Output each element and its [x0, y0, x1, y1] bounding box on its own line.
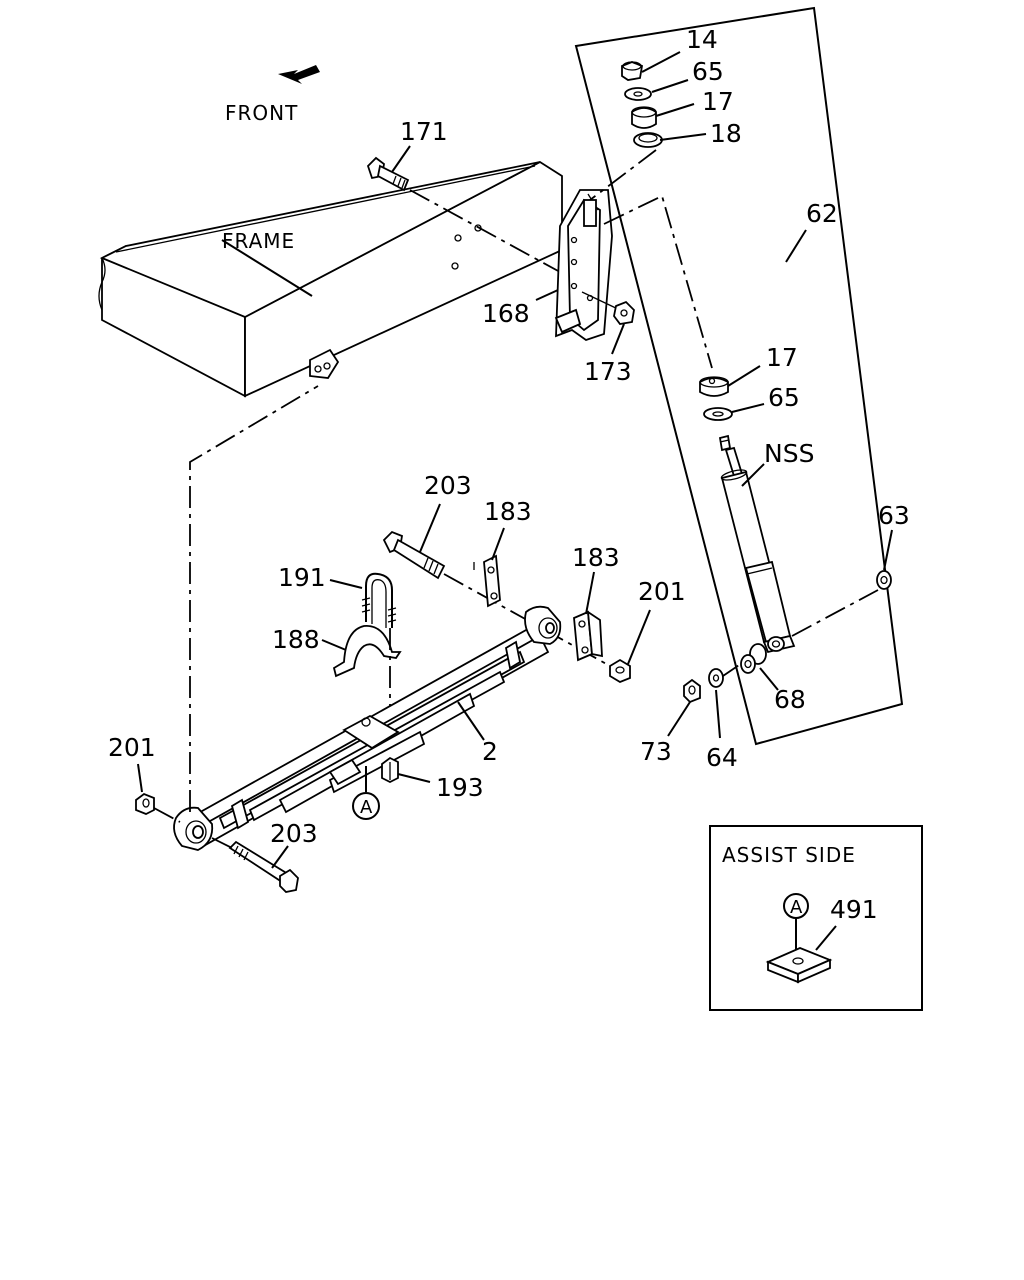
bushing-68 — [740, 643, 767, 674]
u-bolt-191 — [361, 572, 397, 628]
callout-65-top: 65 — [692, 57, 724, 86]
callout-201-right: 201 — [638, 577, 686, 606]
callout-63: 63 — [878, 501, 910, 530]
callout-62: 62 — [806, 199, 838, 228]
assist-side-title: ASSIST SIDE — [722, 843, 856, 867]
bottom-bolt-axis — [211, 837, 233, 849]
callout-491: 491 — [830, 895, 878, 924]
callout-2-leader — [457, 701, 485, 741]
bolt-203-bottom — [228, 840, 299, 893]
washer-65-top — [624, 87, 652, 101]
callout-62-leader — [785, 229, 807, 263]
frame-label: FRAME — [222, 229, 295, 253]
callout-64-leader — [715, 689, 721, 739]
callout-193-leader — [397, 773, 431, 783]
callout-65-mid: 65 — [768, 383, 800, 412]
callout-68-leader — [759, 667, 779, 691]
callout-203-top-leader — [419, 503, 441, 553]
lower-mount-axis — [791, 589, 879, 637]
assist-reference-a-label: A — [790, 897, 803, 918]
bracket-to-shock-axis — [603, 194, 713, 369]
reference-a-marker: A — [352, 766, 380, 820]
nut-14 — [621, 61, 644, 81]
washer-63 — [876, 570, 892, 590]
callout-191: 191 — [278, 563, 326, 592]
callout-183-right-leader — [585, 571, 595, 615]
callout-65-top-leader — [651, 79, 689, 93]
callout-188: 188 — [272, 625, 320, 654]
callout-188-leader — [321, 639, 347, 651]
callout-183-left-leader — [491, 527, 505, 561]
callout-491-leader — [815, 925, 837, 951]
spring-pad-188 — [332, 625, 402, 678]
nut-193 — [381, 756, 399, 784]
callout-nss: NSS — [764, 439, 814, 468]
callout-65-mid-leader — [731, 403, 765, 413]
assist-side-inset: ASSIST SIDE A 491 — [709, 825, 923, 1011]
bolt-171 — [366, 156, 410, 192]
front-arrow-icon — [278, 65, 320, 84]
callout-183-left: 183 — [484, 497, 532, 526]
callout-17-top-leader — [655, 103, 695, 117]
nut-201-right — [609, 658, 631, 684]
callout-201-left-leader — [137, 763, 143, 793]
bushing-17-mid — [699, 376, 729, 397]
upper-stack-axis — [589, 149, 657, 201]
callout-64: 64 — [706, 743, 738, 772]
callout-63-leader — [883, 529, 893, 571]
callout-18-leader — [659, 133, 707, 141]
frame-leader — [221, 239, 313, 297]
callout-173-leader — [611, 323, 625, 355]
nut-201-left — [135, 792, 155, 815]
nut-73 — [683, 678, 701, 704]
callout-168: 168 — [482, 299, 530, 328]
callout-168-leader — [535, 289, 559, 301]
washer-64 — [708, 668, 724, 688]
shock-absorber — [718, 434, 796, 654]
callout-73-leader — [667, 701, 691, 737]
callout-17-top: 17 — [702, 87, 734, 116]
callout-68: 68 — [774, 685, 806, 714]
callout-201-right-leader — [627, 609, 651, 665]
callout-203-bottom: 203 — [270, 819, 318, 848]
callout-201-left: 201 — [108, 733, 156, 762]
callout-171: 171 — [400, 117, 448, 146]
callout-203-top: 203 — [424, 471, 472, 500]
rear-eye-axis — [153, 807, 181, 823]
bolt-203-top — [382, 530, 446, 580]
callout-171-leader — [391, 145, 411, 173]
bushing-17-top — [631, 106, 657, 129]
callout-14: 14 — [686, 25, 718, 54]
callout-14-leader — [641, 51, 681, 73]
reference-a-label: A — [360, 797, 373, 818]
frame-rail — [98, 160, 563, 398]
frame-to-spring-axis — [189, 385, 319, 812]
shock-kit-outline — [574, 6, 904, 746]
shackle-plate-183-right — [573, 610, 603, 662]
leaf-spring-2 — [173, 605, 562, 851]
front-label: FRONT — [225, 101, 298, 125]
callout-193: 193 — [436, 773, 484, 802]
callout-191-leader — [329, 579, 363, 589]
callout-203-bottom-leader — [271, 845, 289, 869]
callout-17-mid: 17 — [766, 343, 798, 372]
spacer-plate-491 — [765, 947, 833, 984]
bolt-171-axis — [409, 189, 561, 273]
callout-183-right: 183 — [572, 543, 620, 572]
callout-17-mid-leader — [727, 365, 761, 387]
nut-173 — [613, 300, 635, 325]
shackle-plate-183-left — [473, 554, 501, 608]
callout-nss-leader — [741, 463, 765, 487]
shock-bracket-168 — [554, 189, 621, 341]
retainer-18 — [633, 132, 663, 148]
callout-2: 2 — [482, 737, 498, 766]
callout-73: 73 — [640, 737, 672, 766]
callout-173: 173 — [584, 357, 632, 386]
washer-65-mid — [703, 407, 733, 421]
callout-18: 18 — [710, 119, 742, 148]
